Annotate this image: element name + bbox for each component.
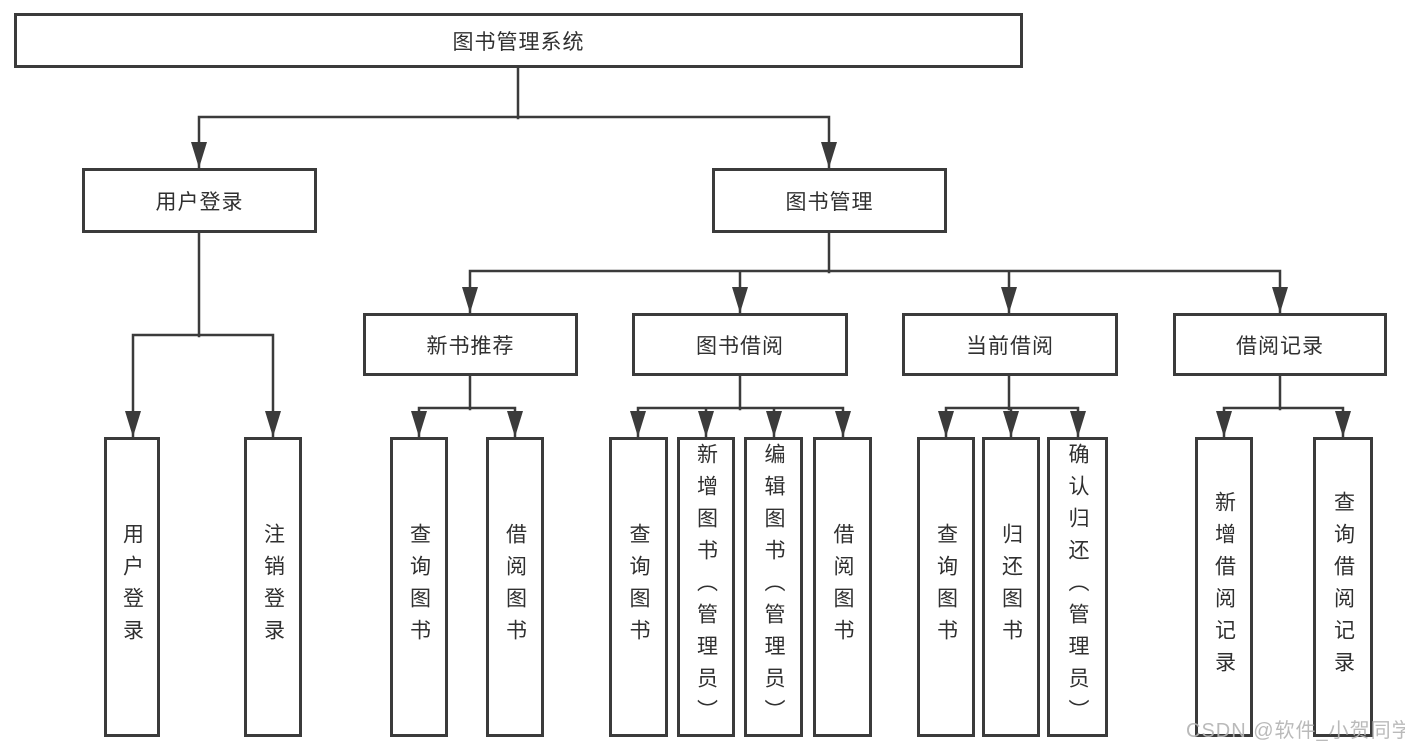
leaf-user-login: 用户登录: [104, 437, 160, 737]
node-new-book-recommend: 新书推荐: [363, 313, 578, 376]
node-current-borrow: 当前借阅: [902, 313, 1118, 376]
leaf-logout: 注销登录: [244, 437, 302, 737]
leaf-confirm-return-admin: 确认归还（管理员）: [1047, 437, 1108, 737]
watermark: CSDN @软件_小贺同学: [1186, 720, 1405, 742]
leaf-query-borrow-record: 查询借阅记录: [1313, 437, 1373, 737]
leaf-borrow-books-recommend: 借阅图书: [486, 437, 544, 737]
leaf-return-book: 归还图书: [982, 437, 1040, 737]
leaf-query-books-current: 查询图书: [917, 437, 975, 737]
leaf-add-book-admin: 新增图书（管理员）: [677, 437, 735, 737]
node-root: 图书管理系统: [14, 13, 1023, 68]
node-borrow-records: 借阅记录: [1173, 313, 1387, 376]
node-user-login: 用户登录: [82, 168, 317, 233]
leaf-query-books-borrow: 查询图书: [609, 437, 668, 737]
leaf-query-books-recommend: 查询图书: [390, 437, 448, 737]
leaf-borrow-books-borrow: 借阅图书: [813, 437, 872, 737]
leaf-edit-book-admin: 编辑图书（管理员）: [744, 437, 803, 737]
leaf-add-borrow-record: 新增借阅记录: [1195, 437, 1253, 737]
node-book-borrow: 图书借阅: [632, 313, 848, 376]
node-book-management: 图书管理: [712, 168, 947, 233]
